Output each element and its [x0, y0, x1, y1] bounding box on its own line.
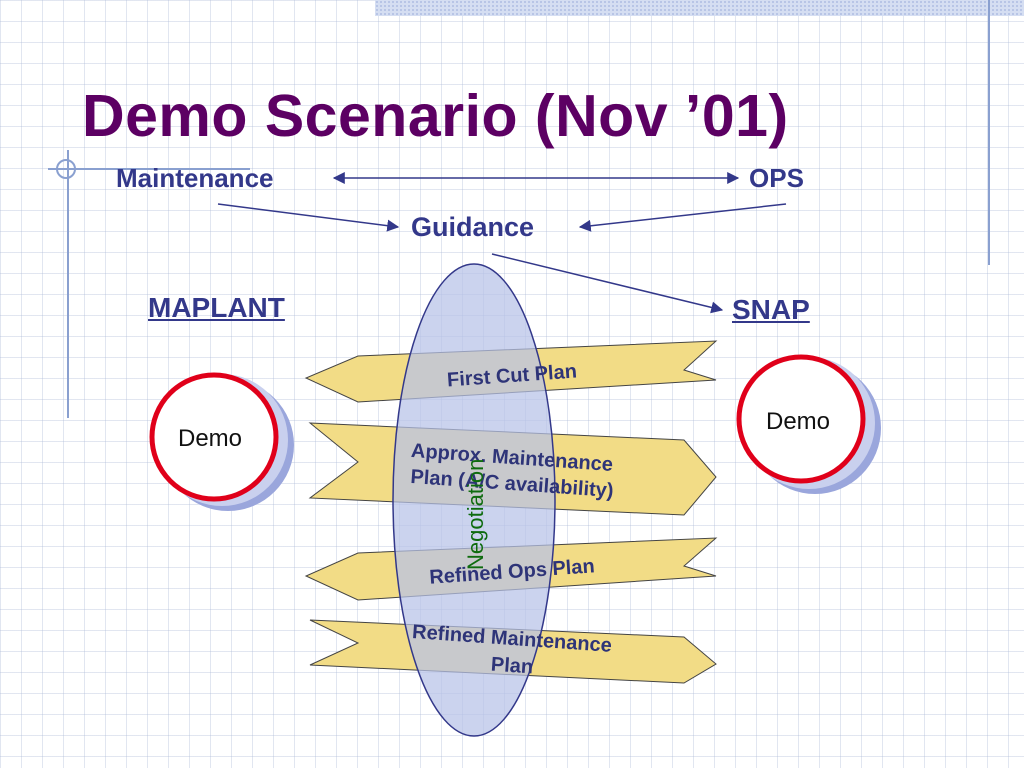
left-vertical-rule [67, 150, 69, 418]
snap-label: SNAP [732, 294, 810, 325]
maplant-label: MAPLANT [148, 292, 285, 323]
guidance-to-snap-arrow [491, 253, 724, 314]
right-vertical-rule [988, 0, 990, 265]
negotiation-label: Negotiation [463, 459, 488, 570]
negotiation-ellipse [392, 263, 556, 737]
demo-circle-left [149, 372, 294, 511]
ops-to-guidance-arrow [578, 203, 787, 232]
demo-circle-right [736, 354, 881, 494]
demo-left-label: Demo [178, 425, 243, 452]
ops-label: OPS [749, 163, 804, 193]
maintenance-to-guidance-arrow [217, 203, 400, 232]
demo-right-label: Demo [766, 408, 831, 435]
top-pattern-band [375, 0, 1024, 16]
guidance-label: Guidance [411, 212, 535, 242]
maintenance-label: Maintenance [116, 163, 274, 193]
refined-maintenance-label-line2: Plan [490, 654, 534, 679]
slide-title: Demo Scenario (Nov ’01) [82, 83, 789, 149]
corner-circle-icon [56, 159, 76, 179]
left-horizontal-rule [48, 168, 250, 170]
